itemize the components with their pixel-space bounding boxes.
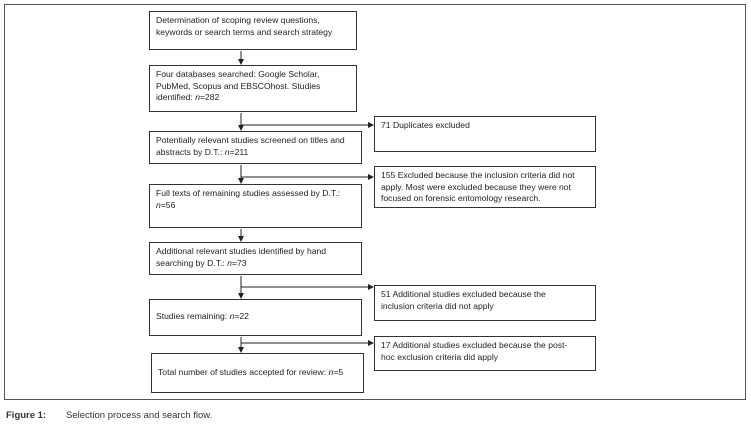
flow-arrows — [238, 51, 374, 353]
box-posthoc-excluded: 17 Additional studies excluded because t… — [374, 336, 596, 371]
box-screened-titles: Potentially relevant studies screened on… — [149, 131, 362, 164]
figure-caption: Figure 1: Selection process and search fl… — [6, 410, 212, 421]
box-databases-searched: Four databases searched: Google Scholar,… — [149, 65, 357, 112]
box-additional-excluded: 51 Additional studies excluded because t… — [374, 285, 596, 321]
figure-frame — [4, 4, 746, 400]
box-full-texts: Full texts of remaining studies assessed… — [149, 184, 362, 228]
figure-label: Figure 1: — [6, 410, 47, 421]
box-review-questions: Determination of scoping review question… — [149, 11, 357, 50]
box-excluded-inclusion: 155 Excluded because the inclusion crite… — [374, 166, 596, 208]
box-hand-search: Additional relevant studies identified b… — [149, 242, 362, 275]
box-total-accepted: Total number of studies accepted for rev… — [151, 353, 364, 393]
figure-caption-text: Selection process and search flow. — [66, 410, 213, 421]
box-duplicates-excluded: 71 Duplicates excluded — [374, 116, 596, 152]
box-studies-remaining: Studies remaining: n=22 — [149, 299, 362, 336]
